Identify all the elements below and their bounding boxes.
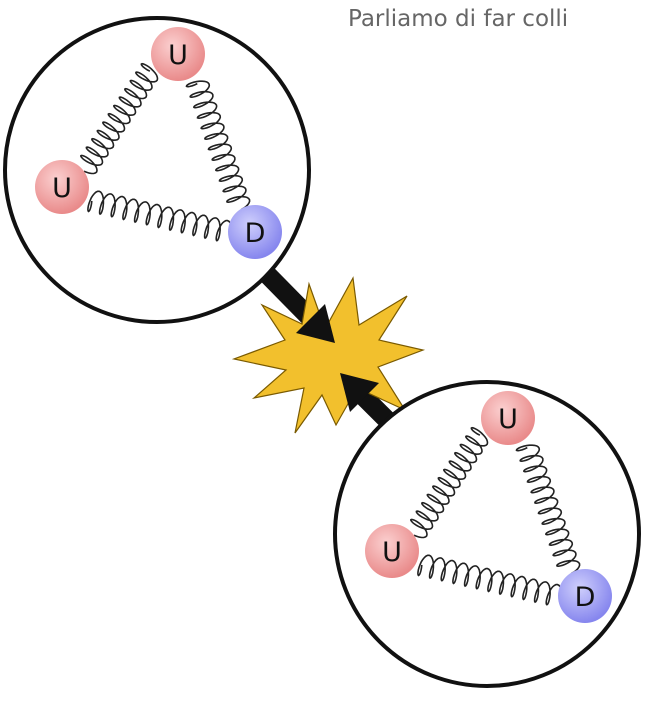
caption-text: Parliamo di far colli (348, 6, 569, 32)
quark-label: U (498, 404, 518, 435)
gluon-spring (185, 80, 251, 211)
quark-label: D (245, 218, 266, 249)
quark-label: U (382, 537, 402, 568)
quark-ball (35, 160, 89, 214)
quark-label: D (575, 582, 596, 613)
gluon-spring (417, 554, 563, 606)
quark-up-left: U (35, 160, 89, 214)
gluon-spring (410, 426, 489, 539)
quark-up-top: U (481, 391, 535, 445)
arrow-head-top-left (296, 304, 335, 343)
quark-down-right: D (558, 569, 612, 623)
quark-ball (151, 27, 205, 81)
gluon-springs (80, 62, 251, 242)
gluon-spring (80, 62, 159, 175)
arrow-head-bottom-right (340, 373, 379, 412)
gluon-spring (515, 444, 581, 575)
quark-ball (558, 569, 612, 623)
quark-label: U (168, 40, 188, 71)
gluon-springs (410, 426, 581, 606)
proton-top-left: U U D (3, 16, 311, 324)
quark-ball (228, 205, 282, 259)
proton-bottom-right: U U D (333, 380, 641, 688)
quark-ball (481, 391, 535, 445)
quark-label: U (52, 173, 72, 204)
quark-down-right: D (228, 205, 282, 259)
quark-up-left: U (365, 524, 419, 578)
gluon-spring (87, 190, 233, 242)
collision-burst (231, 276, 426, 434)
quark-up-top: U (151, 27, 205, 81)
quark-ball (365, 524, 419, 578)
